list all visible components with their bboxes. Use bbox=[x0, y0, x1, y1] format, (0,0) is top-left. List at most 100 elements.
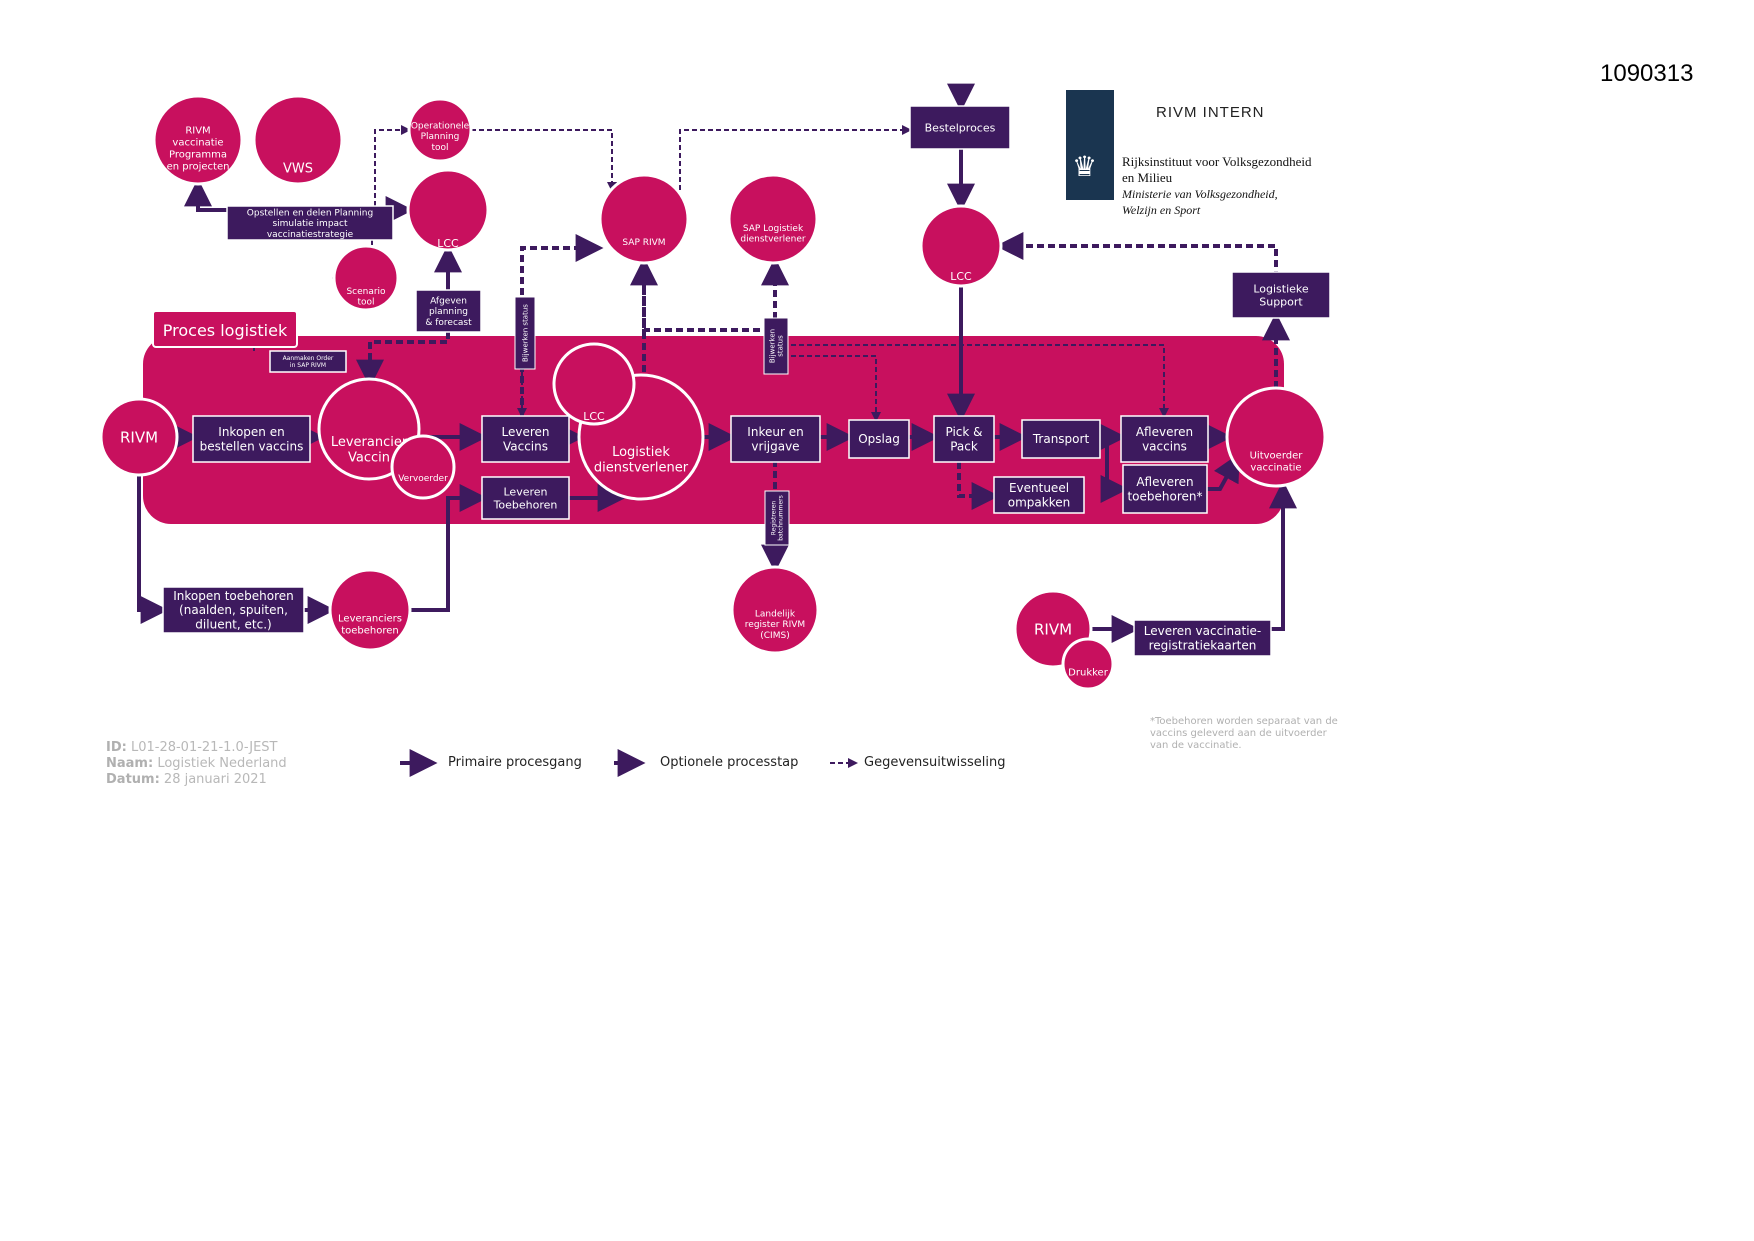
circle-op-tool-line-0: Operationele bbox=[411, 121, 470, 131]
edge-37 bbox=[775, 344, 1169, 418]
circle-uitvoerder-line-1: vaccinatie bbox=[1250, 463, 1301, 474]
box-inkopen-line-1: bestellen vaccins bbox=[200, 439, 304, 453]
box-transport-line-0: Transport bbox=[1032, 432, 1090, 446]
circle-vws[interactable]: VWS bbox=[252, 94, 344, 186]
circle-rivm-prog-line-3: en projecten bbox=[167, 162, 230, 173]
box-opslag[interactable]: Opslag bbox=[848, 419, 910, 459]
meta-name-label: Naam: bbox=[106, 756, 154, 771]
edge-34 bbox=[471, 129, 617, 192]
circle-lev-vaccin-line-0: Leverancier bbox=[331, 435, 408, 450]
circle-vervoerder-line-0: Vervoerder bbox=[398, 474, 448, 484]
box-inkopen-toebehoren-line-2: diluent, etc.) bbox=[195, 618, 271, 632]
legend-data-label: Gegevensuitwisseling bbox=[864, 755, 1006, 770]
ministry-line-2: Welzijn en Sport bbox=[1122, 203, 1201, 217]
box-planning-box-line-1: simulatie impact bbox=[272, 219, 348, 229]
box-bestelproces-line-0: Bestelproces bbox=[925, 121, 996, 134]
circle-scenario-line-1: tool bbox=[357, 298, 374, 308]
box-transport[interactable]: Transport bbox=[1021, 419, 1101, 459]
circle-sap-log-line-1: dienstverlener bbox=[740, 235, 806, 245]
circle-sap-rivm[interactable]: SAP RIVM bbox=[598, 173, 690, 265]
edge-27 bbox=[356, 332, 450, 388]
document-number: 1090313 bbox=[1600, 60, 1694, 87]
box-logistieke-support-line-1: Support bbox=[1259, 295, 1303, 308]
circle-sap-rivm-line-0: SAP RIVM bbox=[622, 238, 665, 248]
box-inkopen-toebehoren[interactable]: Inkopen toebehoren(naalden, spuiten,dilu… bbox=[162, 586, 305, 634]
box-opslag-line-0: Opslag bbox=[858, 432, 900, 446]
circle-log-dienst-line-1: dienstverlener bbox=[594, 460, 689, 475]
circle-lcc-top[interactable]: LCC bbox=[406, 168, 490, 252]
box-leveren-kaarten-line-1: registratiekaarten bbox=[1149, 638, 1257, 652]
meta-name-value: Logistiek Nederland bbox=[157, 756, 287, 771]
circle-rivm-main[interactable]: RIVM bbox=[99, 397, 179, 477]
process-title-box bbox=[152, 310, 298, 348]
box-afgeven-line-1: planning bbox=[429, 307, 468, 317]
legend-optional-label: Optionele processtap bbox=[660, 755, 799, 770]
box-bijwerken-status-2-line-1: status bbox=[777, 335, 785, 357]
edge-17 bbox=[1269, 480, 1297, 631]
circle-rivm-main-line-0: RIVM bbox=[120, 428, 158, 446]
edge-13 bbox=[137, 475, 169, 624]
box-leveren-toebehoren-line-1: Toebehoren bbox=[493, 498, 558, 511]
crest-icon: ♛ bbox=[1072, 150, 1098, 183]
box-bijwerken-status-1[interactable]: Bijwerken status bbox=[514, 296, 536, 370]
circle-landelijk-line-0: Landelijk bbox=[755, 609, 796, 619]
org-name-line-2: en Milieu bbox=[1122, 170, 1173, 185]
edge-15 bbox=[410, 484, 488, 612]
box-planning-box-line-2: vaccinatiestrategie bbox=[267, 230, 354, 240]
circle-lcc-mid[interactable]: LCC bbox=[552, 342, 636, 426]
edge-33 bbox=[374, 125, 411, 206]
circle-log-dienst-line-0: Logistiek bbox=[612, 445, 670, 460]
circle-rivm-bottom-line-0: RIVM bbox=[1034, 620, 1072, 638]
box-afleveren-toebehoren-line-1: toebehoren* bbox=[1127, 489, 1202, 503]
meta-name: Naam: Logistiek Nederland bbox=[106, 756, 287, 771]
box-pick-pack[interactable]: Pick &Pack bbox=[933, 415, 995, 463]
circle-landelijk-line-2: (CIMS) bbox=[760, 631, 789, 641]
circle-lev-toebeh-line-1: toebehoren bbox=[341, 626, 399, 637]
box-afgeven-line-0: Afgeven bbox=[430, 296, 467, 306]
box-bijwerken-status-1-line-0: Bijwerken status bbox=[521, 304, 529, 362]
box-bestelproces[interactable]: Bestelproces bbox=[909, 105, 1011, 150]
circle-rivm-prog-line-1: vaccinatie bbox=[172, 138, 223, 149]
circle-drukker-line-0: Drukker bbox=[1068, 668, 1109, 679]
box-registreren-line-0: Registreren bbox=[771, 501, 778, 536]
meta-id-value: L01-28-01-21-1.0-JEST bbox=[130, 740, 278, 755]
box-pick-pack-line-1: Pack bbox=[950, 439, 978, 453]
box-inkopen-line-0: Inkopen en bbox=[218, 425, 284, 439]
box-inkopen-toebehoren-line-0: Inkopen toebehoren bbox=[173, 589, 293, 603]
box-afgeven-line-2: & forecast bbox=[425, 318, 472, 328]
meta-date: Datum: 28 januari 2021 bbox=[106, 772, 267, 787]
circle-op-tool-line-1: Planning bbox=[421, 132, 460, 142]
box-afleveren-toebehoren-line-0: Afleveren bbox=[1136, 475, 1193, 489]
circle-lcc-right[interactable]: LCC bbox=[919, 204, 1003, 288]
box-afleveren-vaccins-line-1: vaccins bbox=[1142, 439, 1187, 453]
edge-30 bbox=[642, 257, 789, 332]
circle-drukker[interactable]: Drukker bbox=[1061, 637, 1115, 691]
box-bijwerken-status-2-line-0: Bijwerken bbox=[768, 329, 776, 363]
circle-sap-log-line-0: SAP Logistiek bbox=[743, 224, 804, 234]
circle-uitvoerder-line-0: Uitvoerder bbox=[1250, 451, 1304, 462]
box-leveren-kaarten[interactable]: Leveren vaccinatie-registratiekaarten bbox=[1133, 619, 1272, 657]
circle-vervoerder[interactable]: Vervoerder bbox=[390, 434, 456, 500]
meta-id: ID: L01-28-01-21-1.0-JEST bbox=[106, 740, 277, 755]
